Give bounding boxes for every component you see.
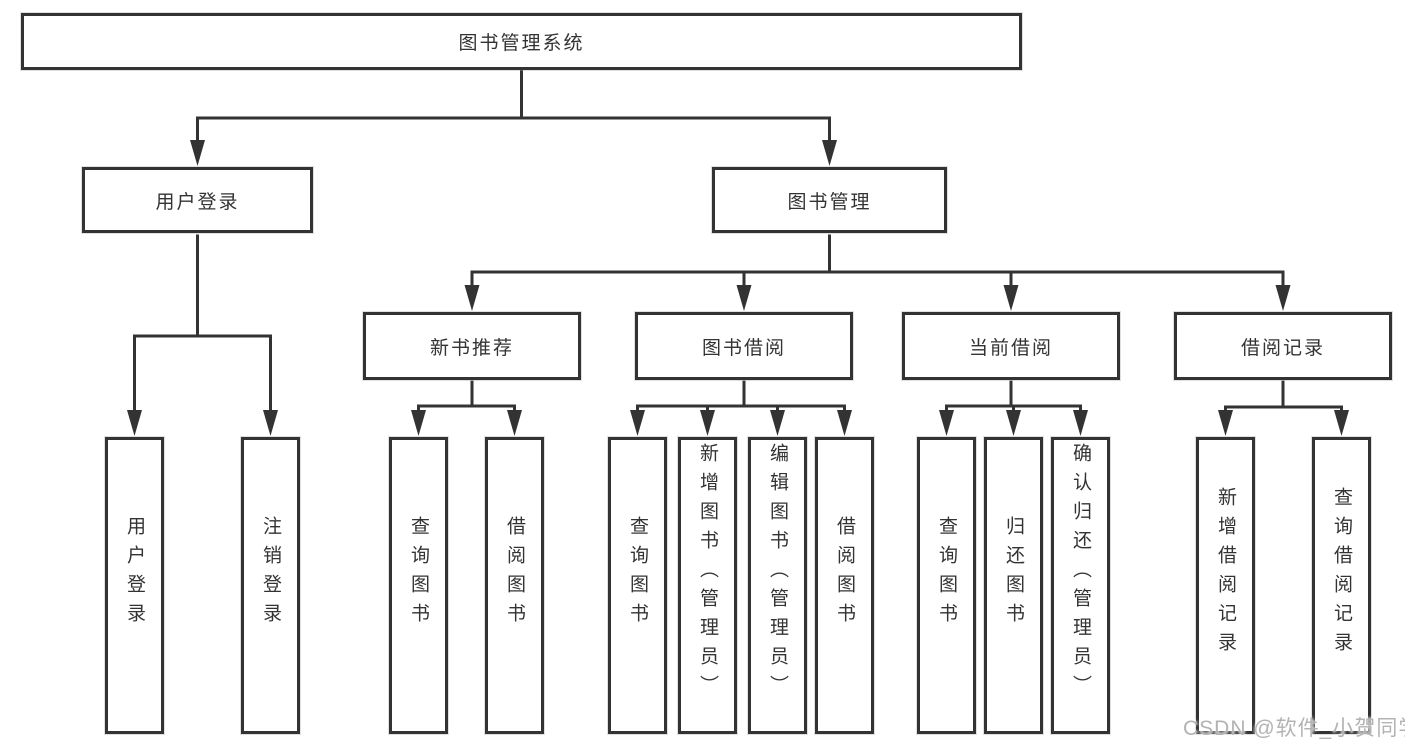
node-user-login: 用户登录 <box>82 167 313 233</box>
arrow-down-icon <box>736 285 752 311</box>
node-label: 新增图书（管理员） <box>697 443 718 704</box>
leaf-return-book: 归还图书 <box>984 437 1043 734</box>
node-label: 归还图书 <box>1003 515 1024 632</box>
arrow-down-icon <box>770 410 785 436</box>
node-label: 用户登录 <box>124 515 145 632</box>
connector-user-login <box>133 234 272 416</box>
arrow-down-icon <box>190 140 205 166</box>
connector-book-management <box>470 234 1285 292</box>
node-borrow-records: 借阅记录 <box>1174 312 1392 380</box>
node-label: 新书推荐 <box>429 337 514 359</box>
arrow-down-icon <box>1003 285 1019 311</box>
node-label: 图书借阅 <box>701 337 786 359</box>
arrow-down-icon <box>507 410 522 436</box>
node-label: 查询借阅记录 <box>1331 486 1352 661</box>
node-current-borrow: 当前借阅 <box>902 312 1120 380</box>
connector-borrow-records <box>1224 380 1343 416</box>
node-label: 用户登录 <box>155 191 240 213</box>
arrow-down-icon <box>464 285 480 311</box>
arrow-down-icon <box>1275 285 1291 311</box>
leaf-borrow-book-2: 借阅图书 <box>815 437 874 734</box>
leaf-query-borrow-record: 查询借阅记录 <box>1312 437 1371 734</box>
node-library-management-system: 图书管理系统 <box>21 13 1022 70</box>
node-label: 注销登录 <box>260 515 281 632</box>
node-book-borrow: 图书借阅 <box>635 312 853 380</box>
leaf-logout: 注销登录 <box>241 437 300 734</box>
node-label: 借阅图书 <box>504 515 525 632</box>
node-label: 查询图书 <box>936 515 957 632</box>
node-label: 借阅图书 <box>834 515 855 632</box>
connector-book-borrow <box>636 380 846 416</box>
node-label: 借阅记录 <box>1240 337 1325 359</box>
arrow-down-icon <box>263 410 278 436</box>
leaf-query-book-2: 查询图书 <box>608 437 667 734</box>
arrow-down-icon <box>822 140 837 166</box>
arrow-down-icon <box>1334 410 1349 436</box>
leaf-user-login: 用户登录 <box>105 437 164 734</box>
arrow-down-icon <box>630 410 645 436</box>
node-label: 编辑图书（管理员） <box>767 443 788 704</box>
node-label: 当前借阅 <box>968 337 1053 359</box>
arrow-down-icon <box>700 410 715 436</box>
leaf-edit-book-admin: 编辑图书（管理员） <box>748 437 807 734</box>
arrow-down-icon <box>939 410 954 436</box>
connector-new-book <box>417 380 516 416</box>
arrow-down-icon <box>1006 410 1021 436</box>
node-label: 新增借阅记录 <box>1215 486 1236 661</box>
arrow-down-icon <box>127 410 142 436</box>
connector-current-borrow <box>945 380 1082 416</box>
leaf-query-book-3: 查询图书 <box>917 437 976 734</box>
node-label: 图书管理系统 <box>458 33 585 54</box>
arrow-down-icon <box>1073 410 1088 436</box>
node-label: 确认归还（管理员） <box>1070 443 1091 704</box>
node-label: 图书管理 <box>787 191 872 213</box>
arrow-down-icon <box>837 410 852 436</box>
leaf-add-book-admin: 新增图书（管理员） <box>678 437 737 734</box>
node-new-book-recommend: 新书推荐 <box>363 312 581 380</box>
leaf-add-borrow-record: 新增借阅记录 <box>1196 437 1255 734</box>
node-book-management: 图书管理 <box>712 167 947 233</box>
arrow-down-icon <box>1218 410 1233 436</box>
node-label: 查询图书 <box>408 515 429 632</box>
leaf-borrow-book-1: 借阅图书 <box>485 437 544 734</box>
watermark: CSDN @软件_小贺同学 <box>1183 717 1405 740</box>
arrow-down-icon <box>411 410 426 436</box>
leaf-confirm-return-admin: 确认归还（管理员） <box>1051 437 1110 734</box>
connector-root <box>196 68 831 147</box>
node-label: 查询图书 <box>627 515 648 632</box>
leaf-query-book-1: 查询图书 <box>389 437 448 734</box>
